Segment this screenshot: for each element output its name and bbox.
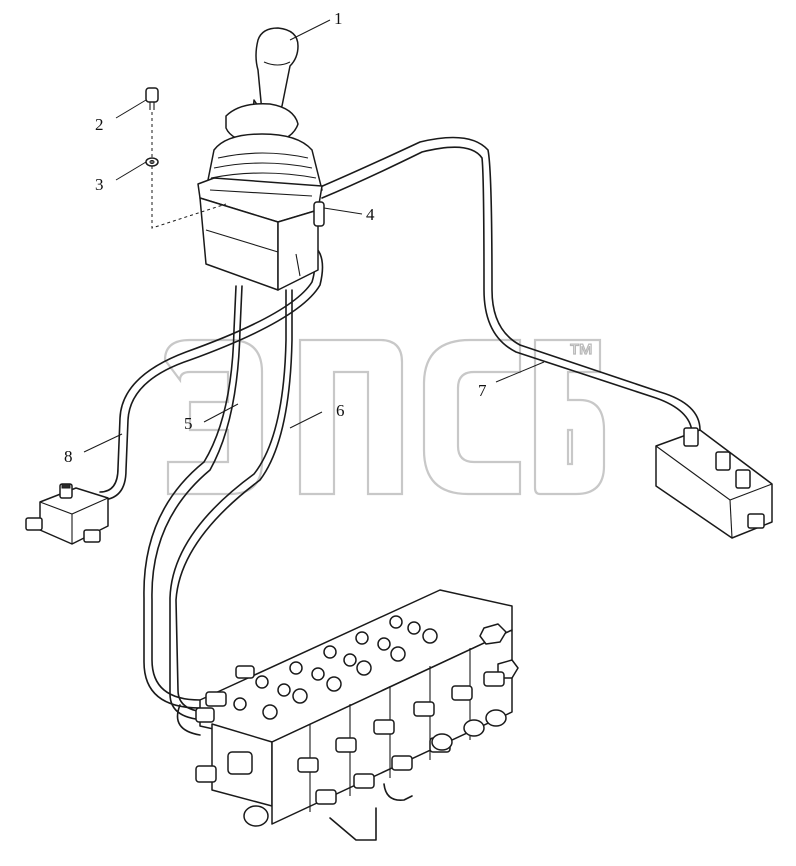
right-distribution-block [655,427,773,539]
left-distribution-block [25,483,109,545]
valve-ports [233,615,519,720]
callout-2: 2 [95,115,104,134]
joystick-controller [197,27,325,291]
callout-4: 4 [366,205,375,224]
hose-lines [99,136,701,736]
callout-6: 6 [336,401,345,420]
watermark-logo: ™ [163,337,606,496]
assembly-line [151,112,227,229]
callout-1: 1 [334,9,343,28]
trademark-symbol: ™ [568,338,594,368]
bolt-part [145,87,159,110]
callout-7: 7 [478,381,487,400]
sectional-control-valve [195,589,519,841]
valve-front-fittings [297,671,507,841]
callout-labels: 1 2 3 4 5 6 7 8 [64,9,487,466]
callout-leaders [83,19,545,453]
callout-3: 3 [95,175,104,194]
callout-5: 5 [184,414,193,433]
callout-8: 8 [64,447,73,466]
